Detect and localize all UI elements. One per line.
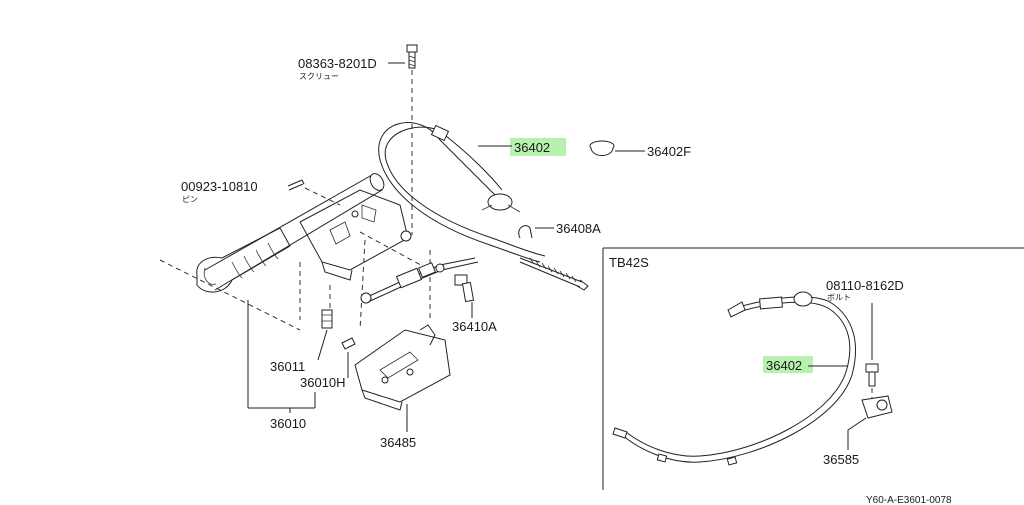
bolt-08110-part (865, 363, 879, 387)
handbrake-lever (196, 173, 412, 293)
clamp-36585-part (861, 395, 893, 419)
label-36408A: 36408A (556, 221, 601, 236)
label-08110-jp: ボルト (827, 293, 851, 302)
bracket-36485-part (354, 324, 451, 411)
clevis-part (321, 309, 333, 329)
cable-36402-inset (612, 291, 857, 466)
leader-36011 (317, 329, 328, 361)
label-36402-main: 36402 (514, 140, 550, 155)
label-36010: 36010 (270, 416, 306, 431)
label-00923: 00923-10810 (181, 179, 258, 194)
pin-dashed-axis (304, 187, 341, 206)
cable-adjuster (360, 257, 479, 304)
bracket-36010-leader (247, 300, 316, 409)
label-08110: 08110-8162D (826, 278, 904, 293)
label-36402-inset: 36402 (766, 358, 802, 373)
label-highlight-36402 (510, 138, 566, 156)
drawing-reference: Y60-A-E3601-0078 (866, 495, 952, 505)
cable-rod-spring (519, 257, 589, 291)
label-08363-jp: スクリュー (299, 72, 339, 81)
label-36011: 36011 (270, 359, 305, 374)
leader-36585 (847, 417, 867, 450)
assembly-dashed-lines (159, 231, 431, 331)
label-36585: 36585 (823, 452, 859, 467)
label-08363: 08363-8201D (298, 56, 377, 71)
clip-36408A-part (518, 225, 533, 239)
pin-36010H-part (341, 337, 356, 350)
label-36485: 36485 (380, 435, 416, 450)
inset-title: TB42S (609, 255, 649, 270)
label-36010H: 36010H (300, 375, 346, 390)
bolt-36410A-part (454, 274, 475, 303)
grommet-part (589, 140, 615, 156)
label-highlight-36402-inset (763, 356, 813, 373)
pin-part (287, 179, 305, 191)
label-36410A: 36410A (452, 319, 497, 334)
inset-frame (602, 247, 1024, 490)
label-36402F: 36402F (647, 144, 691, 159)
cable-36402-main (378, 122, 546, 263)
label-00923-jp: ピン (182, 195, 198, 204)
screw-part (406, 44, 418, 69)
